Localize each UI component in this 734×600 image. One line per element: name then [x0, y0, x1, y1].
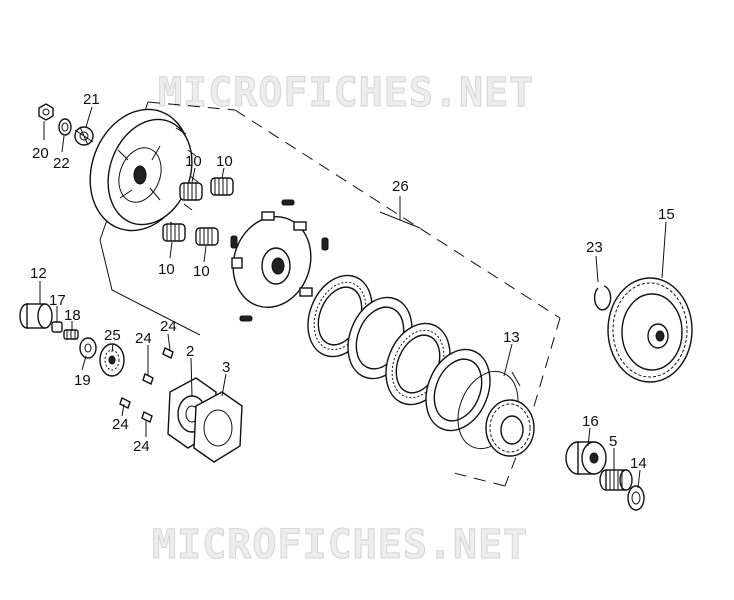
callout-2: 2 — [186, 343, 194, 360]
part-10-spring-b — [210, 177, 234, 196]
part-12-cap — [19, 303, 53, 329]
part-10-spring-d — [195, 227, 219, 246]
part-25-bearing — [99, 343, 125, 377]
callout-18: 18 — [64, 307, 81, 324]
callout-15: 15 — [658, 206, 675, 223]
part-16-pinion — [565, 441, 607, 475]
callout-14: 14 — [630, 455, 647, 472]
callout-3: 3 — [222, 359, 230, 376]
callouts: 20 22 21 10 10 10 10 26 15 23 12 17 18 1… — [30, 91, 675, 472]
part-24-bolt-a — [162, 347, 174, 359]
part-21-lock-washer — [74, 126, 94, 146]
watermark-bottom: MICROFICHES.NET — [152, 522, 528, 568]
callout-12: 12 — [30, 265, 47, 282]
leader-lines — [39, 106, 667, 489]
callout-13: 13 — [503, 329, 520, 346]
part-19-bush — [79, 337, 97, 359]
part-23-circlip — [593, 285, 612, 311]
watermark-top: MICROFICHES.NET — [158, 70, 534, 116]
part-10-spring-a — [179, 182, 203, 201]
callout-10: 10 — [158, 261, 175, 278]
callout-24: 24 — [133, 438, 150, 455]
part-18-spring — [63, 329, 79, 340]
callout-24: 24 — [112, 416, 129, 433]
callout-21: 21 — [83, 91, 100, 108]
part-22-washer — [58, 118, 72, 136]
part-clutch-housing — [89, 108, 199, 232]
callout-25: 25 — [104, 327, 121, 344]
part-24-bolt-d — [141, 411, 153, 423]
callout-26: 26 — [392, 178, 409, 195]
part-20-nut — [38, 103, 54, 121]
callout-20: 20 — [32, 145, 49, 162]
part-steel-plate-2 — [425, 348, 491, 432]
part-pressure-plate — [230, 199, 329, 322]
callout-24: 24 — [160, 318, 177, 335]
callout-17: 17 — [49, 292, 66, 309]
part-17-pin — [51, 321, 63, 333]
part-24-bolt-b — [142, 373, 154, 385]
callout-23: 23 — [586, 239, 603, 256]
part-3-gasket — [193, 391, 243, 463]
callout-19: 19 — [74, 372, 91, 389]
part-24-bolt-c — [119, 397, 131, 409]
callout-5: 5 — [609, 433, 617, 450]
part-5-needle-bearing — [599, 469, 633, 491]
callout-10: 10 — [193, 263, 210, 280]
part-10-spring-c — [162, 223, 186, 242]
callout-22: 22 — [53, 155, 70, 172]
callout-10: 10 — [185, 153, 202, 170]
part-15-driven-gear — [607, 277, 693, 383]
part-clutch-hub-gear — [485, 399, 535, 457]
part-14-washer — [627, 485, 645, 511]
callout-16: 16 — [582, 413, 599, 430]
callout-10: 10 — [216, 153, 233, 170]
callout-24: 24 — [135, 330, 152, 347]
